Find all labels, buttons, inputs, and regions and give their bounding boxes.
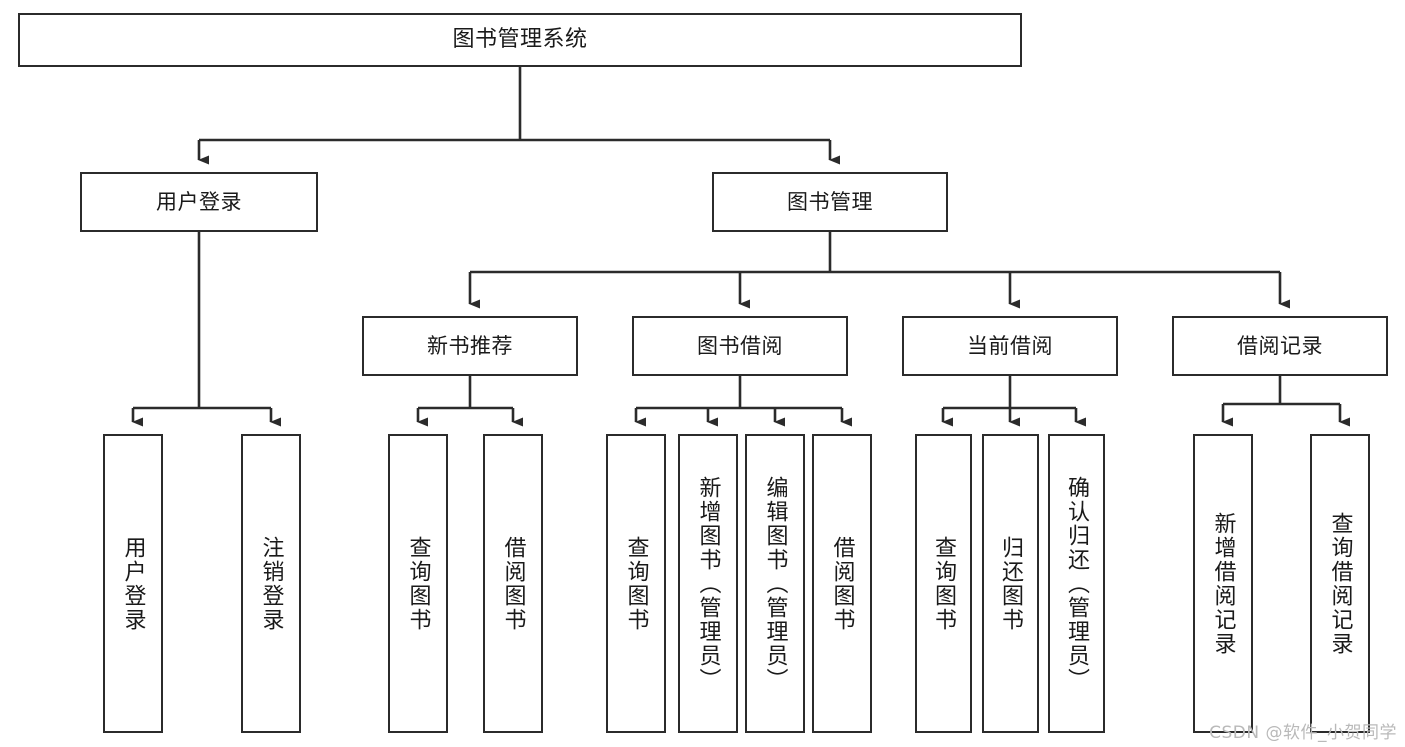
node-book-borrow-label: 图书借阅	[697, 333, 783, 358]
node-leaf-query-book-current[interactable]: 查询图书	[915, 434, 972, 733]
node-book-manage-label: 图书管理	[787, 189, 873, 214]
node-leaf-user-login[interactable]: 用户登录	[103, 434, 163, 733]
node-leaf-query-book-rec[interactable]: 查询图书	[388, 434, 448, 733]
node-borrow-record-label: 借阅记录	[1237, 333, 1323, 358]
node-leaf-borrow-book-rec[interactable]: 借阅图书	[483, 434, 543, 733]
node-leaf-query-borrow-record[interactable]: 查询借阅记录	[1310, 434, 1370, 733]
node-leaf-borrow-book-rec-label: 借阅图书	[500, 535, 526, 632]
node-leaf-return-book[interactable]: 归还图书	[982, 434, 1039, 733]
node-leaf-return-book-label: 归还图书	[998, 535, 1024, 632]
node-current-borrow[interactable]: 当前借阅	[902, 316, 1118, 376]
node-user-login[interactable]: 用户登录	[80, 172, 318, 232]
node-book-borrow[interactable]: 图书借阅	[632, 316, 848, 376]
node-leaf-add-book-admin[interactable]: 新增图书（管理员）	[678, 434, 738, 733]
node-leaf-edit-book-admin-label: 编辑图书（管理员）	[762, 475, 788, 692]
node-leaf-borrow-book-label: 借阅图书	[829, 535, 855, 632]
node-leaf-confirm-return-admin[interactable]: 确认归还（管理员）	[1048, 434, 1105, 733]
node-leaf-user-login-label: 用户登录	[120, 535, 146, 632]
watermark: CSDN @软件_小贺同学	[1209, 723, 1397, 743]
node-borrow-record[interactable]: 借阅记录	[1172, 316, 1388, 376]
node-user-login-label: 用户登录	[156, 189, 242, 214]
node-current-borrow-label: 当前借阅	[967, 333, 1053, 358]
node-leaf-confirm-return-admin-label: 确认归还（管理员）	[1064, 475, 1090, 692]
node-leaf-query-borrow-record-label: 查询借阅记录	[1327, 511, 1353, 656]
node-new-book-recommend[interactable]: 新书推荐	[362, 316, 578, 376]
node-leaf-add-borrow-record-label: 新增借阅记录	[1210, 511, 1236, 656]
node-leaf-query-book-borrow-label: 查询图书	[623, 535, 649, 632]
node-leaf-borrow-book[interactable]: 借阅图书	[812, 434, 872, 733]
node-leaf-query-book-rec-label: 查询图书	[405, 535, 431, 632]
node-leaf-query-book-current-label: 查询图书	[931, 535, 957, 632]
node-leaf-add-book-admin-label: 新增图书（管理员）	[695, 475, 721, 692]
node-book-manage[interactable]: 图书管理	[712, 172, 948, 232]
node-leaf-edit-book-admin[interactable]: 编辑图书（管理员）	[745, 434, 805, 733]
node-leaf-query-book-borrow[interactable]: 查询图书	[606, 434, 666, 733]
node-leaf-logout-login-label: 注销登录	[258, 535, 284, 632]
node-root[interactable]: 图书管理系统	[18, 13, 1022, 67]
node-new-book-recommend-label: 新书推荐	[427, 333, 513, 358]
node-leaf-logout-login[interactable]: 注销登录	[241, 434, 301, 733]
node-root-label: 图书管理系统	[452, 27, 588, 53]
node-leaf-add-borrow-record[interactable]: 新增借阅记录	[1193, 434, 1253, 733]
